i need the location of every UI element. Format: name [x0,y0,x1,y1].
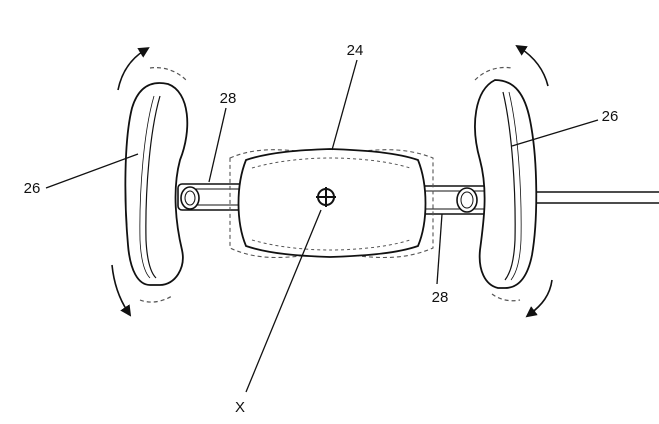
label-right-shaft: 28 [432,289,449,306]
crosshair-circle-icon [316,187,336,207]
right-shaft [409,185,491,215]
label-right-handle: 26 [602,108,619,125]
label-axis: X [235,399,245,416]
label-left-handle: 26 [24,180,41,197]
label-left-shaft: 28 [220,90,237,107]
leader-lines [45,59,599,393]
curved-arrow-icon [111,44,553,318]
label-hub: 24 [347,42,364,59]
right-rod [520,191,659,204]
left-handle [124,82,189,286]
right-handle [474,79,538,289]
left-shaft [177,183,251,211]
